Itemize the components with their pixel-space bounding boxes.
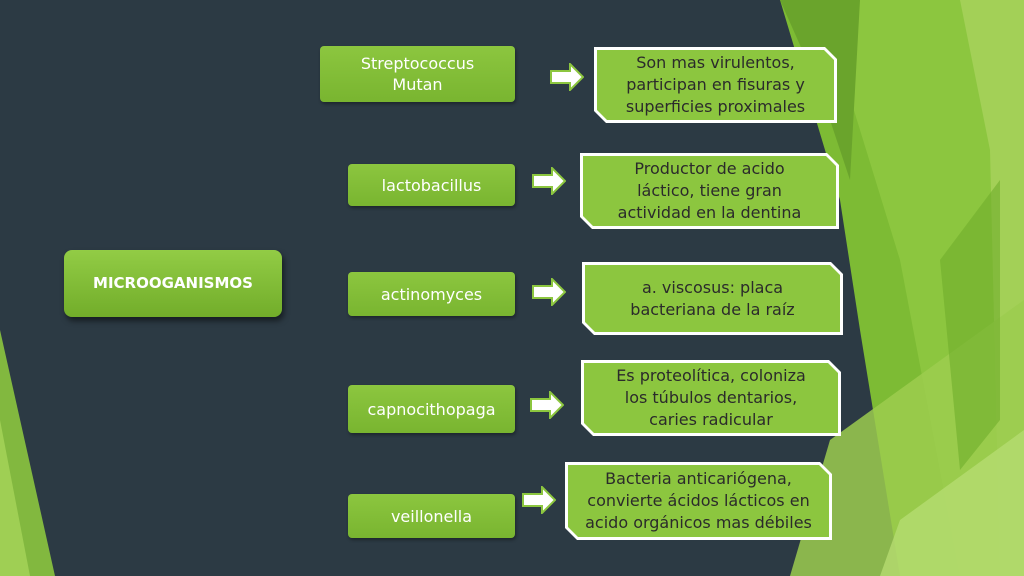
organism-label: Streptococcus Mutan (360, 54, 475, 94)
arrow-icon (532, 167, 566, 195)
description-text: Son mas virulentos, participan en fisura… (625, 53, 806, 116)
organism-label: actinomyces (380, 284, 483, 304)
description-box-veillonella: Bacteria anticariógena, convierte ácidos… (565, 462, 832, 540)
organism-box-lactobacillus: lactobacillus (348, 164, 515, 206)
organism-box-streptococcus: Streptococcus Mutan (320, 46, 515, 102)
description-box-lactobacillus: Productor de acido láctico, tiene gran a… (580, 153, 839, 229)
arrow-icon (530, 391, 564, 419)
description-text: Bacteria anticariógena, convierte ácidos… (585, 469, 812, 532)
description-box-capnocithopaga: Es proteolítica, coloniza los túbulos de… (581, 360, 841, 436)
organism-label: veillonella (390, 506, 473, 526)
description-text: Productor de acido láctico, tiene gran a… (617, 159, 802, 222)
description-box-actinomyces: a. viscosus: placa bacteriana de la raíz (582, 262, 843, 335)
root-node: MICROOGANISMOS (64, 250, 282, 317)
description-text: a. viscosus: placa bacteriana de la raíz (630, 277, 795, 319)
organism-label: lactobacillus (381, 175, 482, 195)
organism-box-actinomyces: actinomyces (348, 272, 515, 316)
organism-box-capnocithopaga: capnocithopaga (348, 385, 515, 433)
organism-label: capnocithopaga (367, 399, 496, 419)
arrow-icon (522, 486, 556, 514)
description-box-streptococcus: Son mas virulentos, participan en fisura… (594, 47, 837, 123)
organism-box-veillonella: veillonella (348, 494, 515, 538)
arrow-icon (532, 278, 566, 306)
arrow-icon (550, 63, 584, 91)
root-label: MICROOGANISMOS (93, 274, 253, 292)
description-text: Es proteolítica, coloniza los túbulos de… (616, 366, 806, 429)
